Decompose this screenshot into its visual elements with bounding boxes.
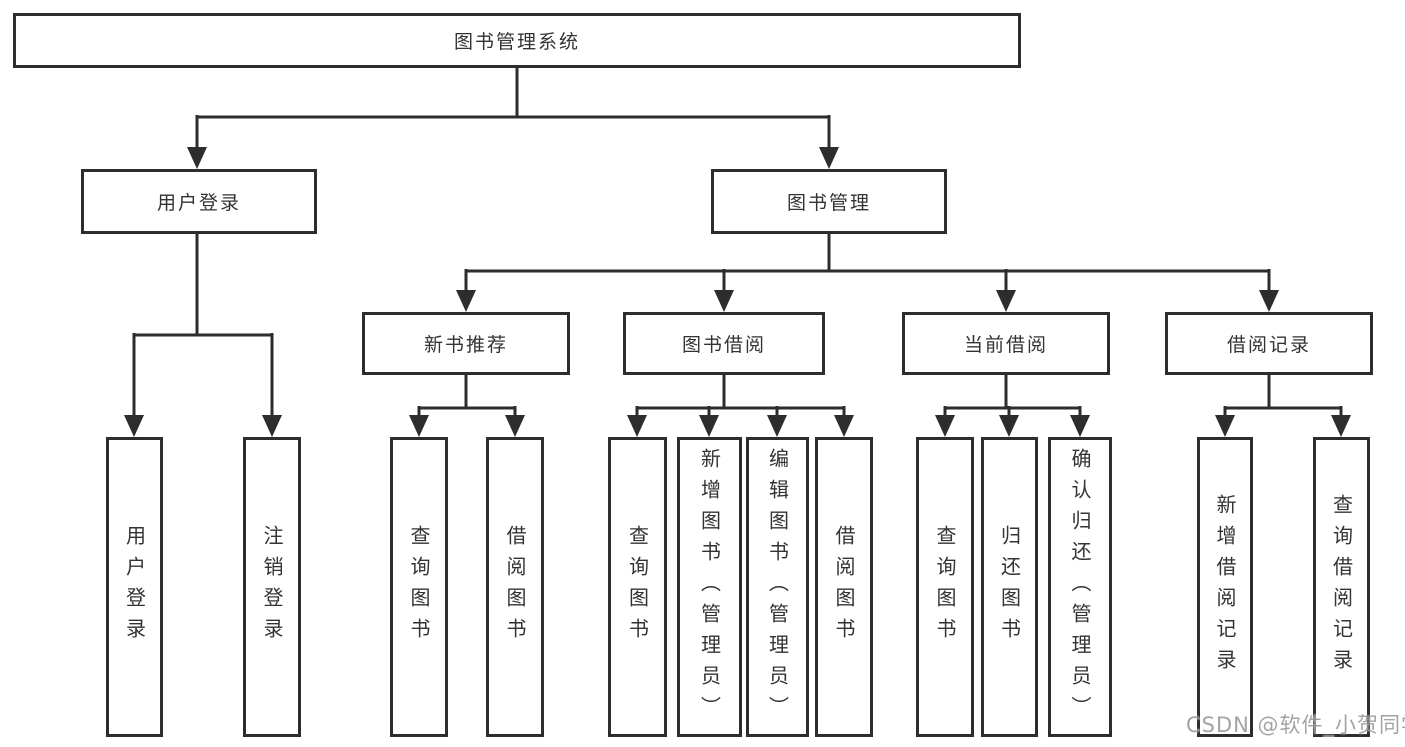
leaf-newbook-query-book: 查询图书 xyxy=(390,437,448,737)
leaf-borrow-borrow-book: 借阅图书 xyxy=(815,437,873,737)
leaf-newbook-borrow-book: 借阅图书 xyxy=(486,437,544,737)
leaf-add-book-admin: 新增图书（管理员） xyxy=(677,437,742,737)
leaf-return-book: 归还图书 xyxy=(981,437,1038,737)
leaf-confirm-return-admin: 确认归还（管理员） xyxy=(1048,437,1112,737)
node-new-book-recommend: 新书推荐 xyxy=(362,312,570,375)
node-book-management: 图书管理 xyxy=(711,169,947,234)
leaf-user-login: 用户登录 xyxy=(106,437,163,737)
node-book-borrow: 图书借阅 xyxy=(623,312,825,375)
leaf-logout-login: 注销登录 xyxy=(243,437,301,737)
csdn-watermark: CSDN @软件_小贺同学 xyxy=(1186,713,1405,737)
leaf-add-borrow-record: 新增借阅记录 xyxy=(1197,437,1253,737)
node-current-borrow: 当前借阅 xyxy=(902,312,1110,375)
node-user-login: 用户登录 xyxy=(81,169,317,234)
node-borrow-record: 借阅记录 xyxy=(1165,312,1373,375)
leaf-current-query-book: 查询图书 xyxy=(916,437,974,737)
node-root-system: 图书管理系统 xyxy=(13,13,1021,68)
leaf-query-borrow-record: 查询借阅记录 xyxy=(1313,437,1370,737)
leaf-edit-book-admin: 编辑图书（管理员） xyxy=(746,437,809,737)
leaf-borrow-query-book: 查询图书 xyxy=(608,437,667,737)
